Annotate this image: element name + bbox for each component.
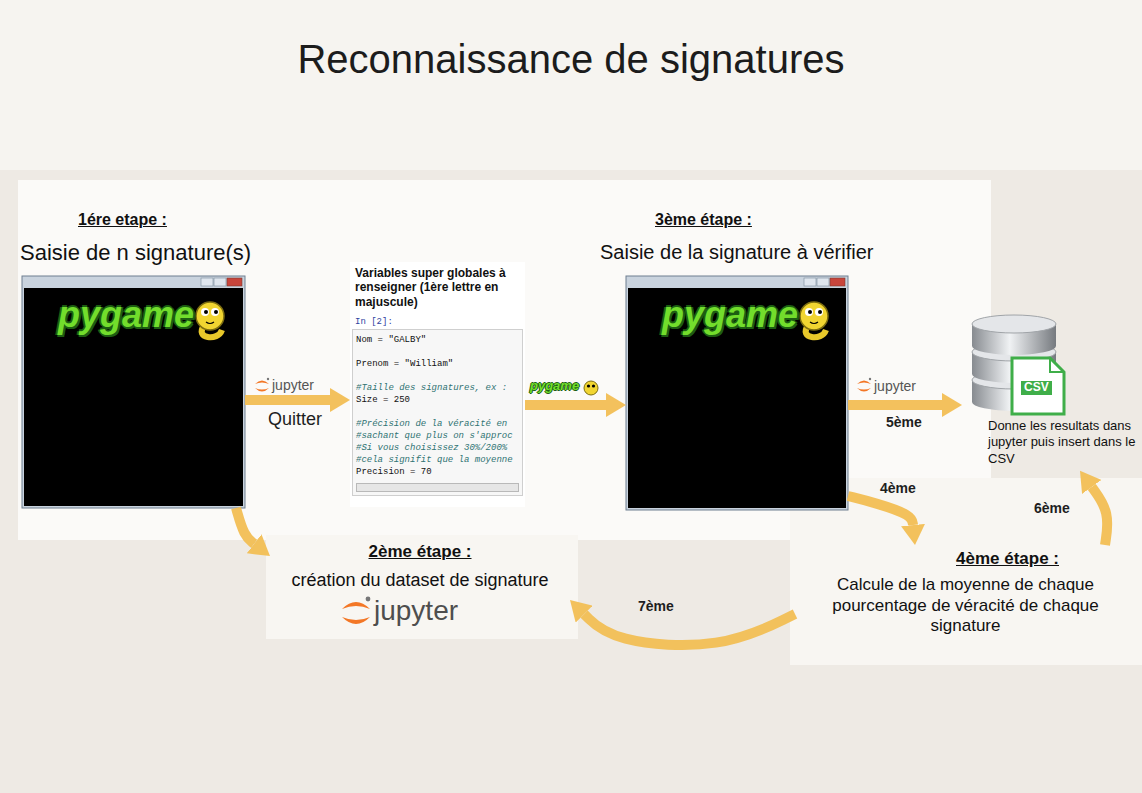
step-heading: 1ére etape :	[78, 210, 167, 229]
jupyter-arc	[857, 381, 871, 385]
jupyter-dot	[366, 597, 371, 602]
code-box: Nom = "GALBY" Prenom = "William" #Taille d…	[352, 329, 523, 496]
code-line: Size = 250	[356, 394, 519, 406]
jupyter-arc	[342, 617, 370, 624]
window-body	[24, 288, 243, 506]
ground-band	[0, 0, 1142, 170]
window-frame	[22, 276, 245, 508]
step-heading: 3ème étape :	[655, 210, 752, 229]
code-comment: #Précision de la véracité en	[356, 418, 519, 430]
window-button	[227, 278, 242, 286]
step-block: 4ème étape : Calcule de la moyenne de cha…	[795, 545, 1136, 643]
ground-panel	[266, 535, 578, 639]
pygame-logo: pygame	[58, 294, 194, 335]
step-title: Saisie de la signature à vérifier	[600, 240, 873, 264]
jupyter-dot	[869, 378, 871, 380]
flow-arrow	[525, 400, 606, 410]
disk-top	[972, 315, 1056, 333]
snake-head	[584, 381, 598, 395]
jupyter-arc	[255, 381, 269, 385]
window-button	[214, 278, 226, 286]
jupyter-icon	[255, 378, 269, 392]
jupyter-logo: jupyter	[874, 378, 916, 394]
scrollbar	[356, 483, 519, 492]
diagram-title: Reconnaissance de signatures	[0, 36, 1142, 82]
step-body: création du dataset de signature	[274, 570, 566, 592]
flow-arrow	[584, 614, 795, 645]
snake-mouth	[810, 322, 818, 324]
result-note: Donne les resultats dans jupyter puis in…	[988, 418, 1136, 467]
code-comment: #cela signifit que la moyenne	[356, 454, 519, 466]
step-number: 6ème	[1034, 500, 1070, 516]
step-number: 7ème	[638, 598, 674, 614]
jupyter-arc	[342, 602, 370, 609]
window-body	[628, 288, 846, 508]
ground-panel	[18, 180, 991, 540]
snake-eye	[592, 384, 595, 387]
step-number: 4ème	[880, 480, 916, 496]
snake-mouth	[206, 322, 214, 324]
step-number: 5ème	[886, 414, 922, 430]
step-body: Calcule de la moyenne de chaque pourcent…	[799, 575, 1132, 636]
snake-pupil	[818, 310, 822, 314]
notebook-heading: Variables super globales à renseigner (1…	[355, 266, 520, 309]
window-button	[830, 278, 845, 286]
window-button	[201, 278, 213, 286]
notebook-cell: Variables super globales à renseigner (1…	[350, 262, 525, 507]
jupyter-arc	[857, 388, 871, 392]
code-line: Nom = "GALBY"	[356, 334, 519, 346]
csv-page	[1012, 358, 1064, 414]
flow-arrow	[848, 496, 913, 525]
snake-head	[196, 302, 224, 330]
snake-pupil	[214, 310, 218, 314]
snake-pupil	[204, 310, 208, 314]
csv-badge: CSV	[1021, 381, 1052, 395]
window-frame	[626, 276, 848, 510]
step-number: Quitter	[268, 409, 322, 430]
flow-arrow	[1092, 487, 1107, 545]
jupyter-icon	[857, 378, 871, 392]
snake-head	[800, 302, 828, 330]
jupyter-dot	[267, 378, 269, 380]
snake-pupil	[808, 310, 812, 314]
snake-eye	[201, 308, 209, 316]
pygame-snake-small	[584, 381, 598, 395]
jupyter-logo: jupyter	[374, 595, 458, 627]
pygame-snake	[196, 302, 224, 337]
flow-arrow	[236, 508, 254, 544]
window-button	[817, 278, 829, 286]
snake-eye	[587, 384, 590, 387]
step-title: Saisie de n signature(s)	[20, 240, 251, 266]
step-heading: 2ème étape :	[274, 542, 566, 562]
pygame-window-figure	[22, 276, 245, 508]
code-comment: #sachant que plus on s'approc	[356, 430, 519, 442]
pygame-logo: pygame	[530, 379, 579, 394]
window-button	[804, 278, 816, 286]
jupyter-logo: jupyter	[272, 377, 314, 393]
step-heading: 4ème étape :	[799, 549, 1132, 569]
code-comment: #Taille des signatures, ex :	[356, 382, 519, 394]
pygame-logo: pygame	[662, 294, 798, 335]
csv-fold	[1050, 358, 1064, 372]
pygame-snake	[800, 302, 828, 337]
pygame-window-figure	[626, 276, 848, 510]
snake-eye	[211, 308, 219, 316]
cell-prompt: In [2]:	[355, 317, 520, 327]
snake-eye	[815, 308, 823, 316]
jupyter-icon	[342, 597, 370, 624]
code-line: Precision = 70	[356, 466, 519, 478]
flow-arrow	[245, 395, 330, 405]
csv-file-icon	[1012, 358, 1064, 414]
snake-eye	[805, 308, 813, 316]
flow-arrow	[848, 400, 942, 410]
jupyter-arc	[255, 388, 269, 392]
code-comment: #Si vous choisissez 30%/200%	[356, 442, 519, 454]
code-line: Prenom = "William"	[356, 358, 519, 370]
